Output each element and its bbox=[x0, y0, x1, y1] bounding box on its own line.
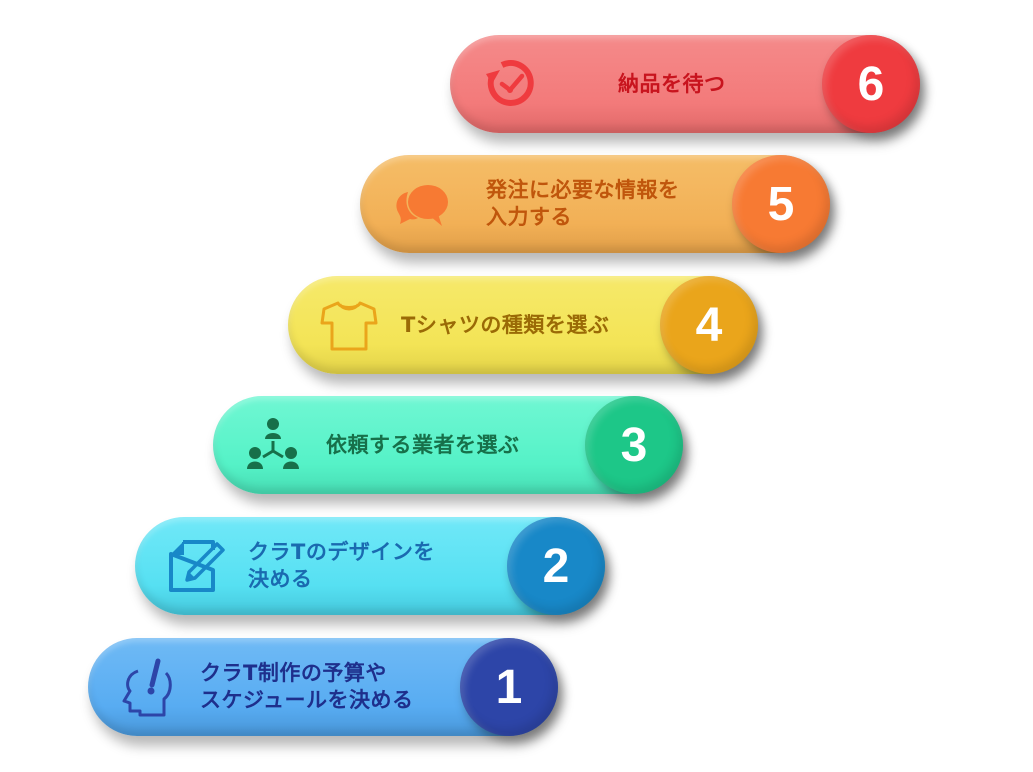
document-pencil-icon bbox=[163, 536, 227, 596]
step-number-badge: 6 bbox=[822, 35, 920, 133]
step-number-badge: 1 bbox=[460, 638, 558, 736]
step-5-pill: 発注に必要な情報を 入力する 5 bbox=[360, 155, 830, 253]
step-number-badge: 5 bbox=[732, 155, 830, 253]
step-3-pill: 依頼する業者を選ぶ 3 bbox=[213, 396, 683, 494]
step-label-line: 納品を待つ bbox=[618, 71, 726, 96]
step-label-line: スケジュールを決める bbox=[200, 688, 414, 712]
step-number-badge: 4 bbox=[660, 276, 758, 374]
step-label-line: 発注に必要な情報を bbox=[486, 178, 680, 202]
tshirt-icon bbox=[316, 295, 380, 355]
chat-bubbles-icon bbox=[388, 174, 452, 234]
step-1-pill: クラT制作の予算や スケジュールを決める 1 bbox=[88, 638, 558, 736]
step-2-pill: クラTのデザインを 決める 2 bbox=[135, 517, 605, 615]
step-label-line: 依頼する業者を選ぶ bbox=[326, 432, 520, 457]
step-label: Tシャツの種類を選ぶ bbox=[401, 276, 609, 374]
step-label: 納品を待つ bbox=[618, 35, 726, 133]
step-label: クラTのデザインを 決める bbox=[248, 517, 435, 615]
step-label: クラT制作の予算や スケジュールを決める bbox=[200, 638, 414, 736]
step-label-line: クラTのデザインを bbox=[248, 540, 435, 564]
step-label-line: 決める bbox=[248, 567, 313, 591]
step-number-badge: 2 bbox=[507, 517, 605, 615]
clock-refresh-icon bbox=[478, 54, 542, 114]
step-label-line: 入力する bbox=[486, 205, 572, 229]
step-label: 発注に必要な情報を 入力する bbox=[486, 155, 680, 253]
step-6-pill: 納品を待つ 6 bbox=[450, 35, 920, 133]
step-label-line: クラT制作の予算や bbox=[200, 661, 387, 685]
step-label: 依頼する業者を選ぶ bbox=[326, 396, 520, 494]
head-idea-icon bbox=[116, 657, 180, 717]
step-number-badge: 3 bbox=[585, 396, 683, 494]
people-network-icon bbox=[241, 415, 305, 475]
step-label-line: Tシャツの種類を選ぶ bbox=[401, 312, 610, 337]
step-4-pill: Tシャツの種類を選ぶ 4 bbox=[288, 276, 758, 374]
